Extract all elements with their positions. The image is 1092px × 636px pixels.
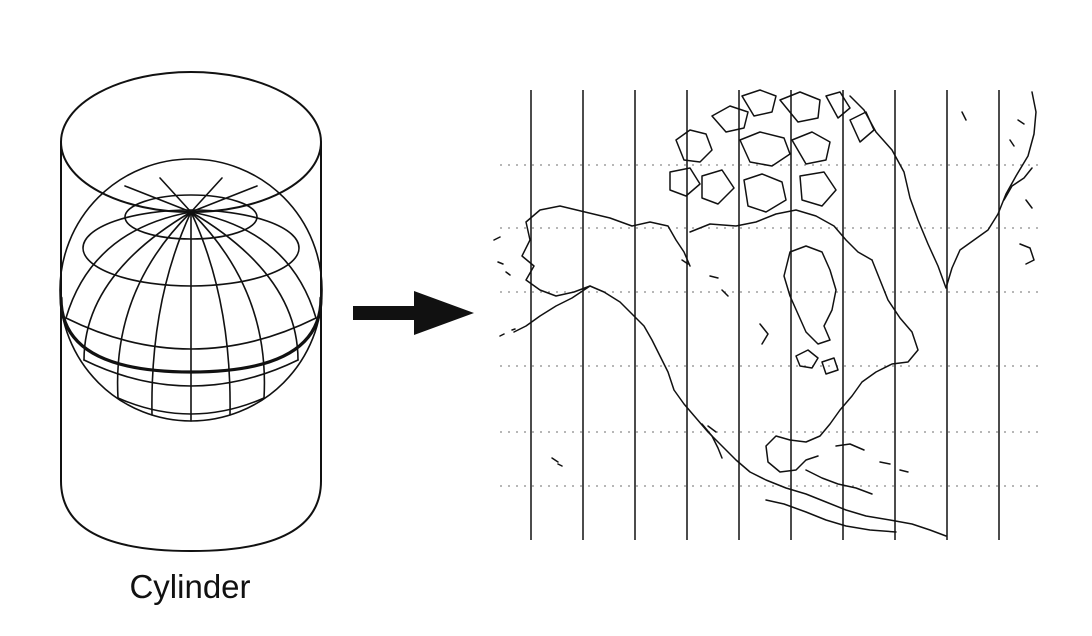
tangent-line bbox=[59, 296, 323, 374]
meridian bbox=[190, 177, 223, 213]
meridian bbox=[65, 211, 192, 319]
meridian bbox=[116, 211, 192, 399]
meridian bbox=[151, 211, 192, 416]
coastline-baja bbox=[701, 423, 723, 459]
projected-map bbox=[493, 89, 1040, 540]
right-arrow-icon bbox=[353, 291, 474, 335]
meridian bbox=[190, 185, 258, 213]
meridian bbox=[190, 211, 231, 416]
coastline-arctic-islands bbox=[669, 89, 875, 213]
map-meridian-lines bbox=[530, 90, 1000, 540]
map-latitude-lines bbox=[500, 164, 1040, 487]
coastline-aleutians bbox=[513, 285, 591, 333]
globe bbox=[59, 158, 323, 422]
coastline-great-lakes bbox=[759, 323, 839, 375]
coastline-hudson-bay bbox=[689, 209, 873, 345]
meridian bbox=[190, 211, 266, 399]
cylinder-globe-figure bbox=[59, 71, 323, 552]
map-coastlines bbox=[493, 89, 1037, 537]
coastline-caribbean bbox=[765, 443, 909, 533]
meridian bbox=[190, 211, 299, 361]
meridian bbox=[124, 185, 192, 213]
coastline-greenland bbox=[849, 91, 1037, 289]
cylinder-top bbox=[60, 71, 322, 213]
meridian bbox=[159, 177, 192, 213]
meridian bbox=[83, 211, 192, 361]
meridian bbox=[190, 211, 317, 319]
cylinder bbox=[59, 71, 323, 552]
coastline-north-america-west bbox=[521, 205, 947, 537]
cylinder-bottom bbox=[60, 480, 322, 552]
cylinder-label: Cylinder bbox=[129, 568, 251, 605]
coastline-small-islands bbox=[493, 111, 1035, 467]
coastline-north-america-east bbox=[765, 259, 919, 473]
